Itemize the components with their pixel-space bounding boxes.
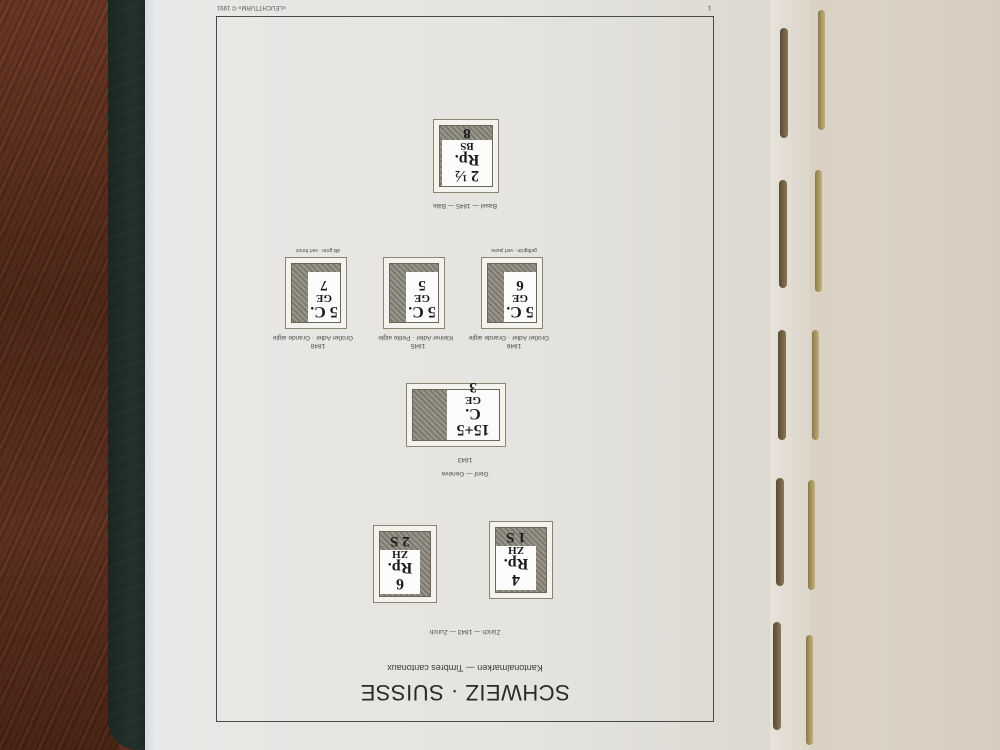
stamp-label: 15+5 C. GE 3 [447,379,499,440]
page-subtitle: Kantonalmarken — Timbres cantonaux [387,663,543,673]
color-note: gelbgrün · vert jaune [491,247,537,253]
binding-slot [778,330,786,440]
stamp-mount-zh-2[interactable]: 6 Rp. ZH 2 S [373,525,437,603]
binding-slot [806,635,813,745]
stamp-label: 2 ½ Rp. BS 8 [442,125,492,186]
publisher-credit: «LEUCHTTURM» © 1991 [217,4,287,10]
stamp-label: 5 C. GE 7 [308,272,340,322]
stamp-description: Kleiner Adler · Petite aigle [378,334,453,341]
stamp-description: Großer Adler · Grande aigle [468,334,549,341]
page-title: SCHWEIZ · SUISSE [360,680,570,705]
stamp-year: 1846 [506,342,522,349]
stamp-year: 1845 [410,342,426,349]
stamp-mount-ge-5[interactable]: 5 C. GE 5 [383,257,445,329]
stamp-label: 6 Rp. ZH 2 S [380,533,420,594]
binding-slot [815,170,822,292]
binding-slot [808,480,815,590]
stamp-label: 5 C. GE 5 [406,272,438,322]
binding-slot [812,330,819,440]
binding-slot [776,478,784,586]
page-edge [145,0,159,750]
section-year-geneva: 1843 [457,456,473,463]
stamp-mount-bs-8[interactable]: 2 ½ Rp. BS 8 [433,119,499,193]
stamp-label: 5 C. GE 6 [504,272,536,322]
binding-slot [780,28,788,138]
section-caption-basel: Basel — 1845 — Bâle [433,202,497,209]
page-frame: SCHWEIZ · SUISSE Kantonalmarken — Timbre… [216,4,714,722]
binding-slot [818,10,825,130]
stamp-label: 4 Rp. ZH 1 S [496,529,536,590]
binding-slot [779,180,787,288]
page-number: 1 [707,4,711,10]
section-caption-zurich: Zürich — 1843 — Zurich [429,628,501,635]
color-note: dkl.grün · vert foncé [295,247,341,253]
stamp-mount-ge-3[interactable]: 15+5 C. GE 3 [406,379,506,447]
stamp-mount-ge-6[interactable]: 5 C. GE 6 [481,257,543,329]
binding-slot [773,622,781,730]
stamp-mount-ge-7[interactable]: 5 C. GE 7 [285,257,347,329]
stamp-description: Großer Adler · Grande aigle [272,334,353,341]
stamp-year: 1848 [310,342,326,349]
section-caption-geneva: Genf — Genève [441,470,489,477]
stamp-mount-zh-1[interactable]: 4 Rp. ZH 1 S [489,521,553,599]
wooden-table [0,0,120,750]
